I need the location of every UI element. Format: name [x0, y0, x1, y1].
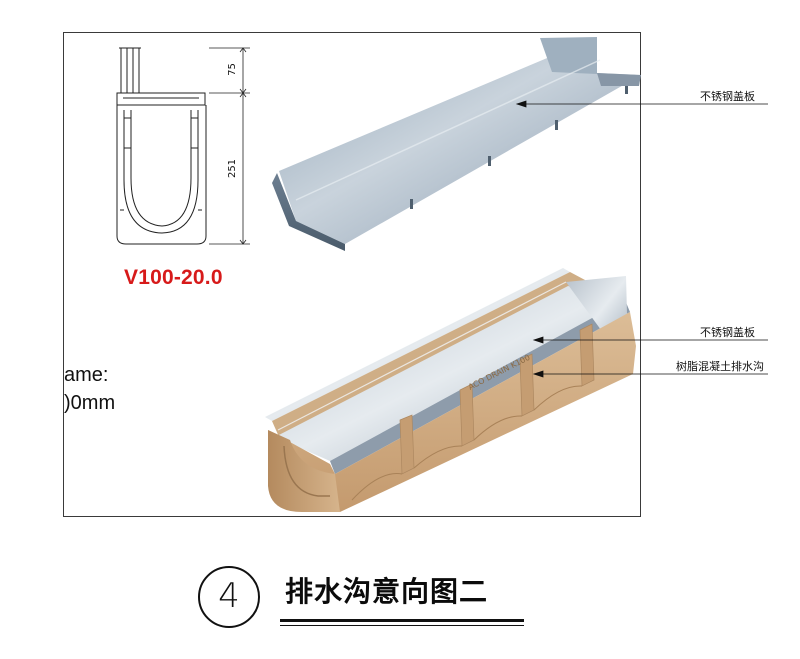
partial-text-line1: ame:	[64, 364, 109, 386]
channel-render	[265, 268, 636, 512]
figure-title: 排水沟意向图二	[285, 575, 489, 608]
partial-text-line2: )0mm	[64, 392, 116, 414]
dimension-label-depth: 251	[227, 158, 239, 179]
title-underline-thin	[280, 625, 524, 626]
callout-cover-bottom: 不锈钢盖板	[700, 326, 755, 339]
title-underline-thick	[280, 619, 524, 622]
cross-section-drawing	[116, 47, 250, 245]
callout-channel: 树脂混凝土排水沟	[676, 360, 764, 373]
steel-cover-render	[272, 37, 641, 251]
dimension-label-top: 75	[226, 63, 238, 76]
figure-number-badge: 4	[198, 566, 260, 628]
model-code: V100-20.0	[124, 266, 223, 289]
leader-lines	[515, 100, 768, 378]
figure-number: 4	[218, 576, 240, 616]
callout-cover-top: 不锈钢盖板	[700, 90, 755, 103]
